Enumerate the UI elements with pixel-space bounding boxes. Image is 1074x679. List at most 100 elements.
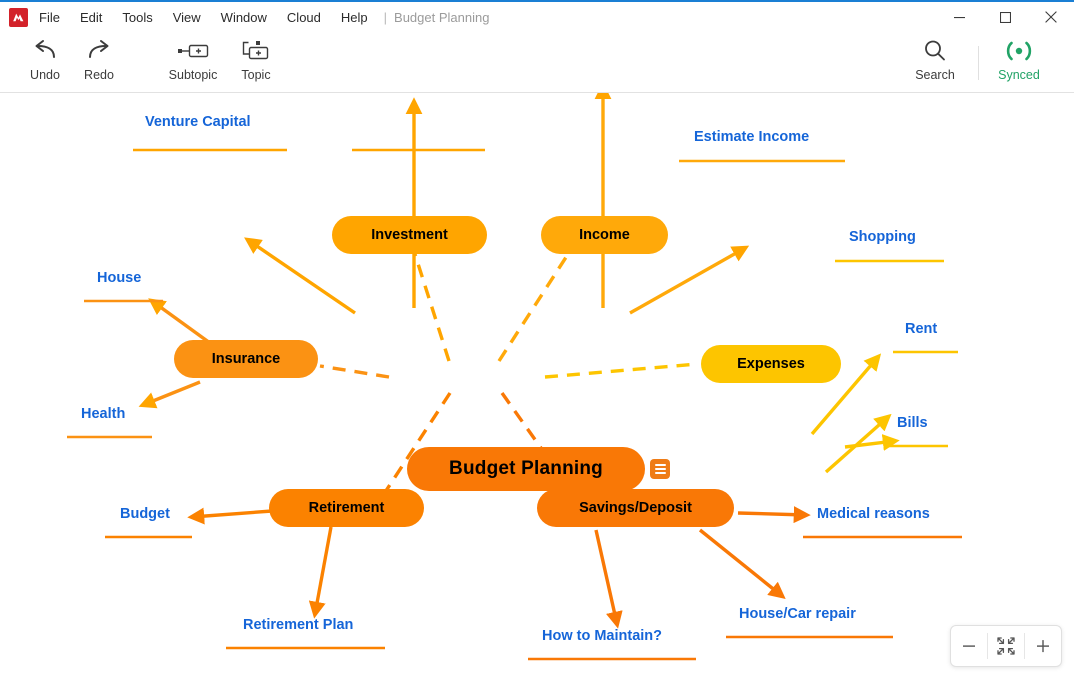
menu-separator: | (383, 9, 388, 25)
arrow-savings-medical-reasons (737, 506, 811, 524)
mindmap-leaf-house-car-repair[interactable]: House/Car repair (739, 606, 856, 625)
search-button[interactable]: Search (903, 35, 967, 82)
menu-item-tools[interactable]: Tools (122, 9, 153, 25)
leaf-label-rent: Rent (905, 321, 938, 337)
sync-label: Synced (998, 68, 1040, 82)
mindmap-leaf-estimate-income[interactable]: Estimate Income (694, 129, 809, 148)
menu-item-help[interactable]: Help (340, 9, 368, 25)
zoom-divider-right (1024, 633, 1025, 659)
menu-item-edit[interactable]: Edit (79, 9, 103, 25)
subtopic-icon (176, 35, 210, 67)
redo-button[interactable]: Redo (67, 35, 131, 82)
redo-icon (85, 35, 113, 67)
topic-label: Topic (241, 68, 271, 82)
spoke-income (497, 247, 574, 362)
mindmap-node-expenses[interactable]: Expenses (701, 345, 841, 383)
undo-icon (31, 35, 59, 67)
maximize-button[interactable] (982, 2, 1028, 32)
branch-label-retirement: Retirement (308, 500, 385, 516)
zoom-out-button[interactable] (951, 626, 987, 666)
leaf-label-medical-reasons: Medical reasons (817, 506, 930, 522)
app-logo-icon (9, 7, 28, 27)
root-label: Budget Planning (449, 458, 603, 479)
arrow-investment-venture-capital (244, 237, 356, 315)
menu-item-window[interactable]: Window (220, 9, 267, 25)
mindmap-leaf-how-to-maintain[interactable]: How to Maintain? (542, 628, 662, 647)
menu-item-view[interactable]: View (172, 9, 201, 25)
mindmap-node-retirement[interactable]: Retirement (269, 489, 424, 527)
arrow-savings-house-car-repair (698, 528, 786, 599)
mindmap-node-income[interactable]: Income (541, 216, 668, 254)
mindmap-leaf-house[interactable]: House (97, 270, 141, 289)
branch-label-savings: Savings/Deposit (579, 500, 692, 516)
mindmap-node-investment[interactable]: Investment (332, 216, 487, 254)
root-menu-icon[interactable] (650, 459, 670, 479)
menu-bar: File Edit Tools View Window Cloud Help |… (0, 2, 1074, 32)
arrow-savings-how-to-maintain (594, 529, 623, 629)
close-icon (1045, 11, 1057, 23)
menu-item-file[interactable]: File (39, 9, 60, 25)
arrow-insurance-house (148, 298, 211, 345)
document-title: Budget Planning (394, 9, 490, 25)
leaf-label-house-car-repair: House/Car repair (739, 606, 856, 622)
mindmap-leaf-bills[interactable]: Bills (897, 415, 928, 434)
arrow-retirement-budget (187, 507, 273, 525)
plus-icon (1037, 640, 1049, 653)
mindmap-node-root[interactable]: Budget Planning (407, 447, 645, 491)
mindmap-canvas[interactable]: Budget Planning Investment Income Expens… (0, 93, 1074, 679)
subtopic-button[interactable]: Subtopic (161, 35, 225, 82)
arrow-income-estimate-income (629, 245, 750, 315)
branch-label-expenses: Expenses (737, 356, 805, 372)
undo-label: Undo (30, 68, 60, 82)
leaf-label-estimate-income: Estimate Income (694, 129, 810, 145)
zoom-divider-left (987, 633, 988, 659)
zoom-in-button[interactable] (1025, 626, 1061, 666)
mindmap-leaf-rent[interactable]: Rent (905, 321, 937, 340)
leaf-label-how-to-maintain: How to Maintain? (542, 628, 663, 644)
minimize-button[interactable] (936, 2, 982, 32)
topic-button[interactable]: Topic (224, 35, 288, 82)
mindmap-connectors (67, 93, 962, 661)
leaf-label-bills: Bills (897, 415, 928, 431)
leaf-label-retirement-plan: Retirement Plan (243, 617, 354, 633)
leaf-label-house: House (97, 270, 142, 286)
mindmap-leaf-health[interactable]: Health (81, 406, 125, 425)
mindmap-node-insurance[interactable]: Insurance (174, 340, 318, 378)
sync-status-button[interactable]: Synced (987, 35, 1051, 82)
leaf-label-budget: Budget (120, 506, 170, 522)
menu-item-cloud[interactable]: Cloud (286, 9, 321, 25)
arrow-expenses-bills (824, 413, 892, 474)
toolbar-divider (978, 46, 979, 80)
fit-to-screen-button[interactable] (988, 626, 1024, 666)
spoke-insurance (319, 364, 390, 379)
fit-to-screen-icon (997, 637, 1015, 655)
arrow-retirement-retirement-plan (308, 526, 333, 619)
mindmap-leaf-shopping[interactable]: Shopping (849, 229, 916, 248)
arrow-insurance-health (138, 380, 201, 409)
minimize-icon (953, 16, 965, 18)
search-icon (922, 35, 948, 67)
window-controls (936, 2, 1074, 32)
search-label: Search (915, 68, 955, 82)
spoke-expenses (544, 362, 699, 379)
close-button[interactable] (1028, 2, 1074, 32)
spoke-investment (411, 247, 451, 362)
mindmap-leaf-venture-capital[interactable]: Venture Capital (145, 114, 251, 133)
leaf-label-venture-capital: Venture Capital (145, 114, 251, 130)
maximize-icon (999, 11, 1011, 23)
mindmap-leaf-medical-reasons[interactable]: Medical reasons (817, 506, 930, 525)
undo-button[interactable]: Undo (13, 35, 77, 82)
mindmap-leaf-retirement-plan[interactable]: Retirement Plan (243, 617, 353, 636)
branch-label-insurance: Insurance (211, 351, 281, 367)
subtopic-label: Subtopic (168, 68, 218, 82)
toolbar: Undo Redo Subtopic (0, 32, 1074, 93)
mindmap-leaf-budget[interactable]: Budget (120, 506, 170, 525)
topic-icon (240, 35, 272, 67)
leaf-label-shopping: Shopping (849, 229, 916, 245)
minus-icon (963, 645, 975, 647)
branch-label-income: Income (579, 227, 630, 243)
branch-label-investment: Investment (371, 227, 448, 243)
mindmap-node-savings[interactable]: Savings/Deposit (537, 489, 734, 527)
sync-icon (1002, 35, 1036, 67)
arrow-expenses-rent (844, 434, 900, 451)
